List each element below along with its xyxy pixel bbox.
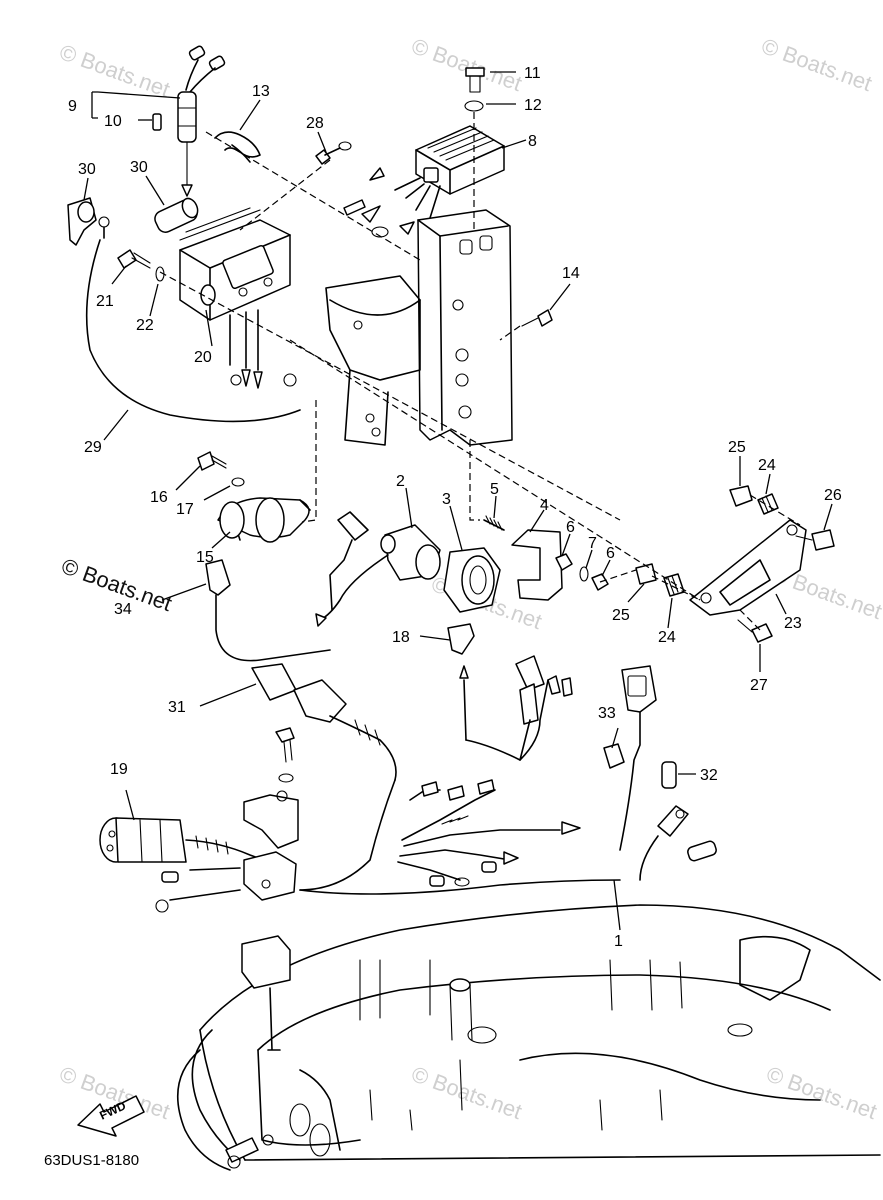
watermark-top-center: © Boats.net	[408, 33, 525, 96]
plug-connector-part	[152, 45, 226, 197]
side-bracket-23	[689, 519, 807, 616]
callout-6b: 6	[606, 545, 615, 562]
assembly-lines	[159, 112, 801, 631]
callout-25a: 25	[728, 439, 746, 456]
grommet-25a	[729, 485, 753, 507]
callout-19: 19	[110, 761, 128, 778]
cap-boot-upper-right	[619, 665, 657, 851]
washer-12	[464, 100, 484, 112]
callout-24a: 24	[758, 457, 776, 474]
cap-part-right	[154, 197, 199, 233]
callout-5: 5	[490, 481, 499, 498]
callout-25b: 25	[612, 607, 630, 624]
callout-21: 21	[96, 293, 114, 310]
callout-13: 13	[252, 83, 270, 100]
callout-2: 2	[396, 473, 405, 490]
callout-11: 11	[524, 65, 541, 82]
clip-part	[214, 131, 261, 163]
connector-33	[603, 743, 625, 769]
grommet-25b	[635, 563, 657, 585]
mounting-bracket	[325, 209, 513, 446]
harness-bracket	[243, 727, 299, 901]
watermark-bottom-right: © Boats.net	[763, 1061, 880, 1124]
callout-17: 17	[176, 501, 194, 518]
screw-5	[483, 515, 505, 531]
cap-part-left	[67, 197, 97, 246]
callout-32: 32	[700, 767, 718, 784]
callout-24b: 24	[658, 629, 676, 646]
callout-20: 20	[194, 349, 212, 366]
ground-lead-29	[85, 239, 301, 423]
ring-terminal-part	[98, 216, 110, 239]
ring-terminal-right	[639, 805, 717, 881]
main-wiring-harness-1	[155, 779, 621, 913]
callout-12: 12	[524, 97, 542, 114]
main-harness-plug-19	[99, 817, 281, 871]
coupler-31	[251, 663, 397, 781]
washer-17	[231, 477, 245, 487]
boot-3	[443, 547, 501, 613]
callout-34: 34	[114, 601, 132, 618]
watermark-bottom-center: © Boats.net	[408, 1061, 525, 1124]
callout-14: 14	[562, 265, 580, 282]
switch-2	[315, 524, 441, 627]
callout-27: 27	[750, 677, 768, 694]
leader-lines	[83, 71, 833, 931]
grommet-24b	[663, 573, 685, 597]
bottom-cowling	[177, 904, 881, 1171]
callout-29: 29	[84, 439, 102, 456]
callout-3: 3	[442, 491, 451, 508]
callout-30-left: 30	[78, 161, 96, 178]
callout-labels: 9 10 13 28 11 12 8 30 30 21 22 20 29 14 …	[68, 65, 842, 950]
terminal-lead-28	[315, 141, 352, 165]
screw-14	[521, 309, 553, 327]
callout-7: 7	[588, 535, 597, 552]
callout-10: 10	[104, 113, 122, 130]
washer-7	[579, 566, 589, 582]
harness-connectors-upper	[459, 655, 573, 761]
callout-26: 26	[824, 487, 842, 504]
callout-1: 1	[614, 933, 623, 950]
callout-16: 16	[150, 489, 168, 506]
bolt-16	[197, 451, 227, 471]
callout-31: 31	[168, 699, 186, 716]
cap-34	[205, 511, 369, 662]
regulator-8	[343, 125, 505, 238]
callout-4: 4	[540, 497, 549, 514]
tube-32	[661, 761, 677, 789]
bolt-21	[117, 249, 151, 269]
callout-8: 8	[528, 133, 537, 150]
callout-30-right: 30	[130, 159, 148, 176]
bolt-26	[795, 529, 835, 551]
callout-23: 23	[784, 615, 802, 632]
clamp-15	[217, 497, 311, 543]
callout-33: 33	[598, 705, 616, 722]
callout-9: 9	[68, 98, 77, 115]
watermark-top-right: © Boats.net	[758, 33, 875, 96]
callout-28: 28	[306, 115, 324, 132]
callout-6a: 6	[566, 519, 575, 536]
grommet-24a	[757, 493, 779, 515]
bracket-4	[511, 529, 563, 601]
cap-18	[447, 623, 475, 655]
diagram-code: 63DUS1-8180	[44, 1152, 139, 1169]
bolt-27	[737, 619, 773, 643]
callout-22: 22	[136, 317, 154, 334]
bolt-11	[465, 67, 485, 93]
callout-15: 15	[196, 549, 214, 566]
callout-18: 18	[392, 629, 410, 646]
